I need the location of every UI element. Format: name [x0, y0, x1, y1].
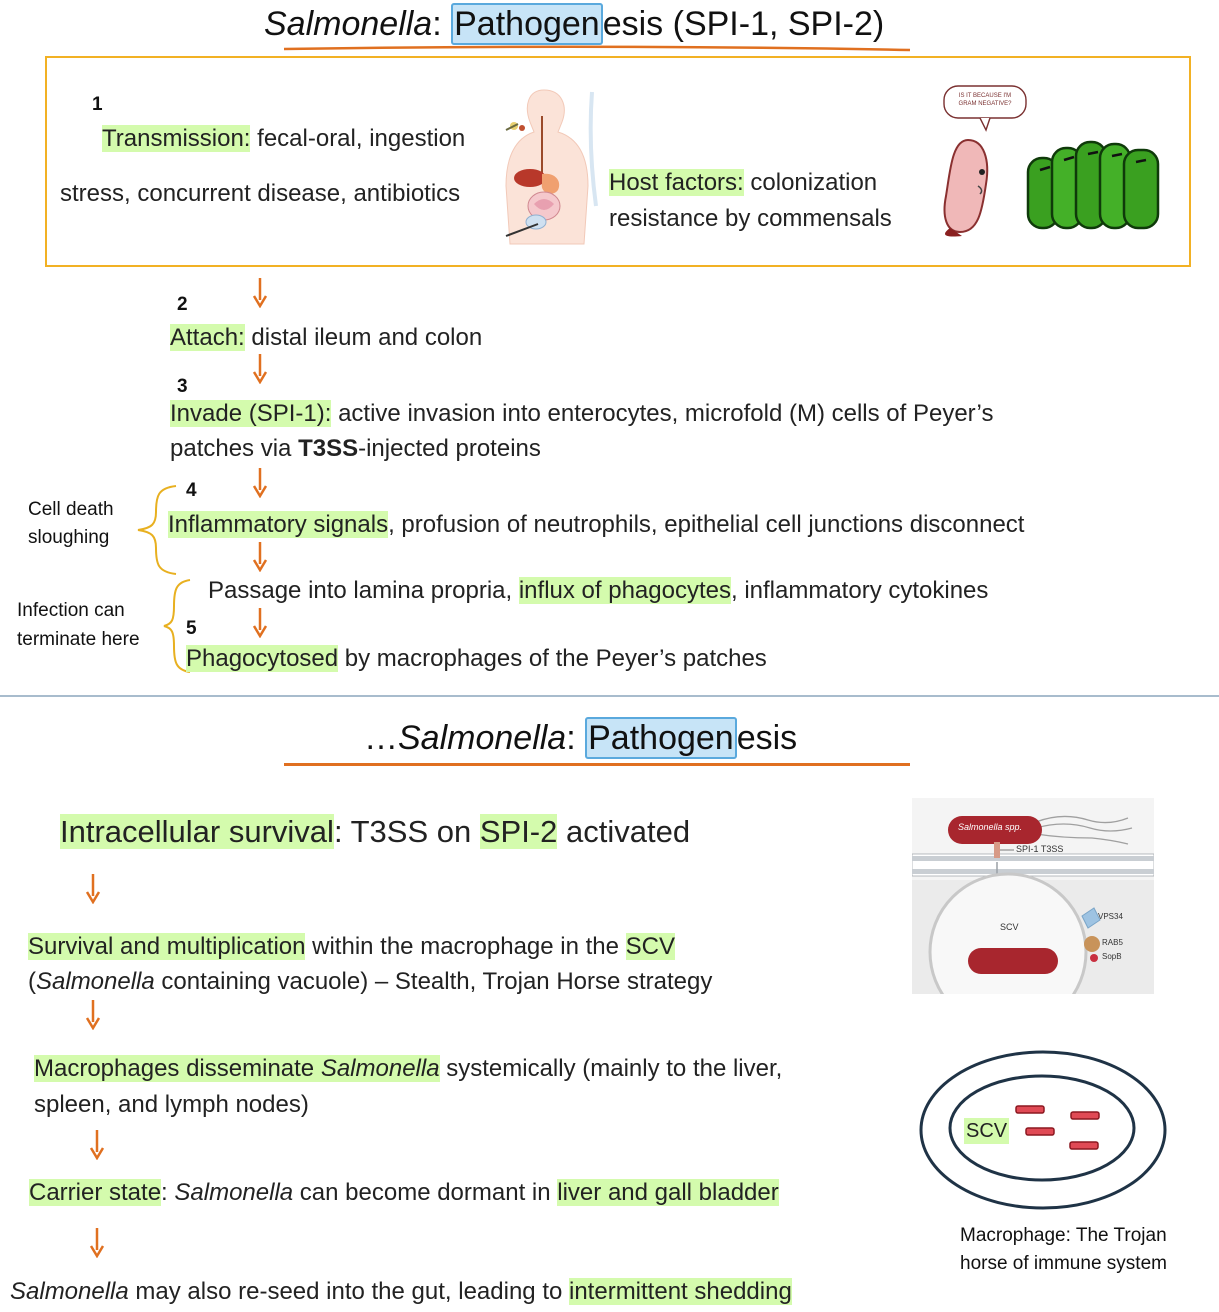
macrophage-diagram — [919, 1050, 1167, 1210]
macrophages-line1: Macrophages disseminate Salmonella syste… — [34, 1055, 783, 1082]
diagram-sopb-label: SopB — [1102, 952, 1122, 961]
cartoon-speech-bubble — [943, 85, 1027, 132]
survival-label: Survival and multiplication — [28, 933, 306, 960]
cartoon-bubble-text: IS IT BECAUSE I'M GRAM NEGATIVE? — [958, 93, 1012, 107]
reseed-line: Salmonella may also re-seed into the gut… — [10, 1278, 792, 1305]
title-underline — [283, 45, 911, 52]
flow-arrow — [85, 1000, 101, 1030]
macrophage-caption-1: Macrophage: The Trojan — [960, 1225, 1167, 1246]
cartoon-bacterium-icon — [943, 138, 989, 237]
infection-note-1: Infection can — [17, 600, 125, 621]
phagocytes-highlight: influx of phagocytes — [518, 577, 731, 604]
infection-brace — [163, 579, 191, 673]
survival-line2: (Salmonella containing vacuole) – Stealt… — [28, 968, 713, 995]
title-underline — [284, 763, 910, 766]
cell-death-note-2: sloughing — [28, 527, 110, 548]
flow-arrow — [252, 278, 268, 308]
infection-note-2: terminate here — [17, 629, 140, 650]
spi2-highlight: SPI-2 — [479, 814, 558, 849]
macrophages-label: Macrophages disseminate Salmonella — [34, 1055, 440, 1082]
attach-line: Attach: distal ileum and colon — [170, 324, 483, 351]
host-factors-line2: resistance by commensals — [609, 205, 892, 232]
step-number-2: 2 — [177, 294, 188, 315]
cell-death-note-1: Cell death — [28, 499, 114, 520]
shedding-highlight: intermittent shedding — [569, 1278, 792, 1305]
flow-arrow — [252, 468, 268, 498]
slide-divider — [0, 695, 1219, 697]
phagocytosed-line: Phagocytosed by macrophages of the Peyer… — [186, 645, 767, 672]
carrier-line: Carrier state: Salmonella can become dor… — [29, 1179, 779, 1206]
diagram-scv-label: SCV — [1000, 922, 1019, 932]
invade-line1: Invade (SPI-1): active invasion into ent… — [170, 400, 994, 427]
slide2-title: …Salmonella: Pathogenesis — [364, 717, 798, 759]
title-boxed-word: Pathogen — [585, 717, 737, 759]
intracellular-line: Intracellular survival: T3SS on SPI-2 ac… — [60, 814, 691, 849]
title-italic: Salmonella — [264, 5, 433, 43]
t3ss-membrane-diagram — [912, 798, 1154, 994]
slide1-title: Salmonella: Pathogenesis (SPI-1, SPI-2) — [264, 3, 885, 45]
survival-line1: Survival and multiplication within the m… — [28, 933, 676, 960]
transmission-line: Transmission: fecal-oral, ingestion — [102, 125, 466, 152]
phagocytosed-label: Phagocytosed — [186, 645, 339, 672]
carrier-label: Carrier state — [29, 1179, 162, 1206]
flow-arrow — [89, 1130, 105, 1160]
cell-death-brace — [137, 485, 177, 575]
flow-arrow — [252, 608, 268, 638]
macrophages-line2: spleen, and lymph nodes) — [34, 1091, 309, 1118]
step-number-1: 1 — [92, 94, 103, 115]
intracellular-label: Intracellular survival — [60, 814, 334, 849]
flow-arrow — [252, 542, 268, 572]
inflammatory-label: Inflammatory signals — [168, 511, 389, 538]
host-factors-line1: Host factors: colonization — [609, 169, 878, 196]
cartoon-gram-positive-bacteria-icon — [1026, 140, 1160, 230]
attach-label: Attach: — [170, 324, 245, 351]
macrophage-scv-label: SCV — [964, 1118, 1010, 1144]
passage-line: Passage into lamina propria, influx of p… — [208, 577, 989, 604]
digestive-system-illustration — [505, 89, 598, 245]
host-factors-label: Host factors: — [609, 169, 744, 196]
diagram-vps34-label: VPS34 — [1098, 912, 1123, 921]
step-number-4: 4 — [186, 480, 197, 501]
liver-highlight: liver and gall bladder — [557, 1179, 779, 1206]
macrophage-caption-2: horse of immune system — [960, 1253, 1167, 1274]
diagram-bacterium-label: Salmonella spp. — [958, 822, 1023, 832]
flow-arrow — [89, 1228, 105, 1258]
stress-line: stress, concurrent disease, antibiotics — [60, 180, 461, 207]
transmission-label: Transmission: — [102, 125, 251, 152]
transmission-frame — [45, 56, 1191, 267]
diagram-t3ss-label: SPI-1 T3SS — [1016, 844, 1064, 854]
flow-arrow — [252, 354, 268, 384]
diagram-rab5-label: RAB5 — [1102, 938, 1123, 947]
step-number-5: 5 — [186, 618, 197, 639]
title-boxed-word: Pathogen — [451, 3, 603, 45]
flow-arrow — [85, 874, 101, 904]
invade-line2: patches via T3SS-injected proteins — [170, 435, 541, 462]
scv-highlight: SCV — [625, 933, 676, 960]
inflammatory-line: Inflammatory signals, profusion of neutr… — [168, 511, 1025, 538]
invade-label: Invade (SPI-1): — [170, 400, 332, 427]
step-number-3: 3 — [177, 376, 188, 397]
